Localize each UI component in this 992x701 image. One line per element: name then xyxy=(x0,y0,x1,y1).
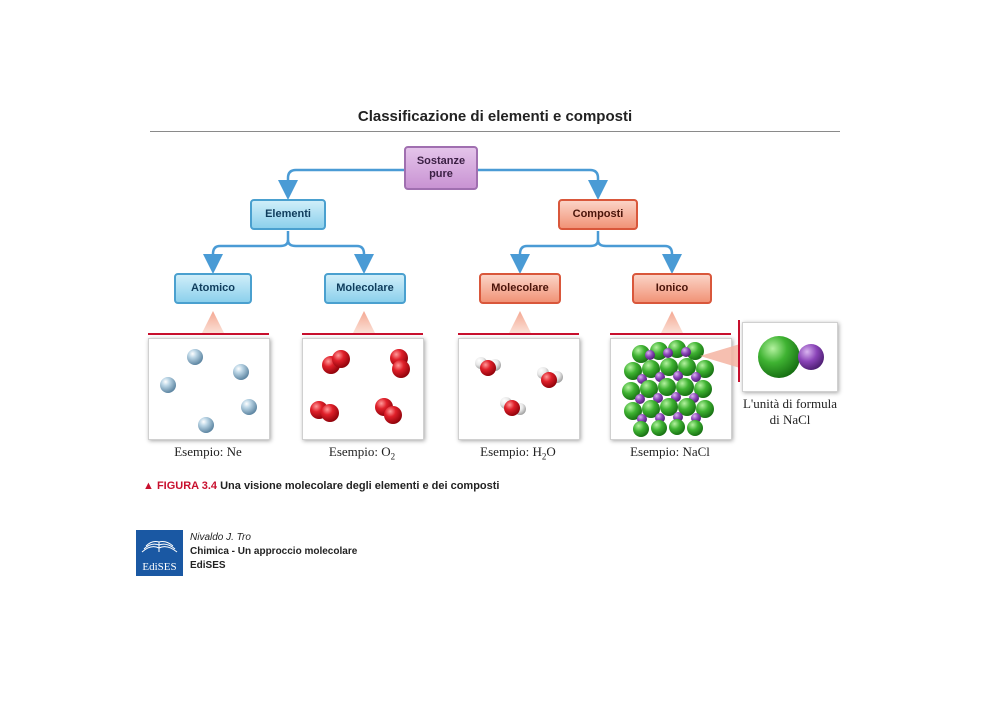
formula-unit-label: L'unità di formula di NaCl xyxy=(738,396,842,427)
h2o-molecule xyxy=(500,397,526,416)
o2-molecule xyxy=(375,398,402,424)
logo-text: EdiSES xyxy=(142,561,177,573)
example-formula: Ne xyxy=(226,444,242,459)
example-subscript: 2 xyxy=(541,451,547,462)
arrow-to-molecolare-el xyxy=(286,239,374,274)
example-prefix: Esempio: xyxy=(328,444,382,459)
node-molecolare-composti: Molecolare xyxy=(479,273,561,304)
pointer-molecolare-el xyxy=(353,311,375,333)
example-subscript: 2 xyxy=(390,451,396,462)
book-icon xyxy=(141,541,178,553)
node-elementi: Elementi xyxy=(250,199,326,230)
arrow-to-elementi xyxy=(278,168,404,200)
o2-molecule xyxy=(310,401,339,422)
credits-publisher: EdiSES xyxy=(190,560,226,571)
node-sostanze-line1: Sostanze xyxy=(416,155,466,168)
neon-atom xyxy=(160,377,176,393)
example-h2o: Esempio: H2O xyxy=(443,444,593,462)
arrow-to-ionico xyxy=(596,239,682,274)
edises-logo: EdiSES xyxy=(136,530,183,576)
node-sostanze-pure: Sostanze pure xyxy=(404,146,478,190)
example-formula: O xyxy=(381,444,391,459)
example-o2: Esempio: O2 xyxy=(287,444,437,462)
water-molecules-illustration xyxy=(475,357,563,416)
figure-caption: ▲ FIGURA 3.4 Una visione molecolare degl… xyxy=(143,480,499,492)
node-ionico: Ionico xyxy=(632,273,712,304)
credits-book-title: Chimica - Un approccio molecolare xyxy=(190,546,358,557)
figure-caption-text: Una visione molecolare degli elementi e … xyxy=(220,480,500,492)
formula-unit-label-line1: L'unità di formula xyxy=(742,396,838,411)
formula-unit-label-line2: di NaCl xyxy=(769,411,811,427)
panel-rule-ne xyxy=(148,333,269,335)
panel-rule-h2o xyxy=(458,333,579,335)
neon-atom xyxy=(233,364,249,380)
neon-atom xyxy=(187,349,203,365)
example-formula: NaCl xyxy=(682,444,710,459)
node-composti: Composti xyxy=(558,199,638,230)
h2o-molecule xyxy=(475,357,501,376)
panel-ne xyxy=(148,338,270,440)
neon-atom xyxy=(198,417,214,433)
title-divider xyxy=(150,131,840,132)
panel-formula-unit xyxy=(742,322,838,392)
formula-unit-rule xyxy=(738,320,740,382)
panel-rule-nacl xyxy=(610,333,731,335)
figure-label: ▲ FIGURA 3.4 xyxy=(143,480,218,492)
example-ne: Esempio: Ne xyxy=(133,444,283,460)
o2-molecule xyxy=(390,349,410,378)
lattice-body xyxy=(622,358,714,437)
neon-atoms-illustration xyxy=(160,349,257,433)
example-prefix: Esempio: xyxy=(480,444,533,459)
figure-title: Classificazione di elementi e composti xyxy=(357,108,633,125)
h2o-molecule xyxy=(537,367,563,388)
node-molecolare-elementi: Molecolare xyxy=(324,273,406,304)
pointer-ionico xyxy=(661,311,683,333)
arrow-to-composti xyxy=(478,168,608,200)
example-prefix: Esempio: xyxy=(174,444,227,459)
node-sostanze-line2: pure xyxy=(429,168,453,180)
credits-author: Nivaldo J. Tro xyxy=(190,532,251,543)
sodium-ion xyxy=(798,344,824,370)
credits: Nivaldo J. Tro Chimica - Un approccio mo… xyxy=(190,531,357,573)
example-prefix: Esempio: xyxy=(630,444,683,459)
o2-molecule xyxy=(322,350,350,374)
example-nacl: Esempio: NaCl xyxy=(595,444,745,460)
nacl-lattice-illustration xyxy=(622,340,714,437)
formula-unit-pointer xyxy=(700,344,740,368)
panel-rule-o2 xyxy=(302,333,423,335)
example-formula: H xyxy=(532,444,542,459)
nacl-formula-unit-illustration xyxy=(758,336,824,378)
oxygen-molecules-illustration xyxy=(310,349,410,424)
node-atomico: Atomico xyxy=(174,273,252,304)
chloride-ion xyxy=(758,336,800,378)
panel-o2 xyxy=(302,338,424,440)
panel-h2o xyxy=(458,338,580,440)
neon-atom xyxy=(241,399,257,415)
example-formula-rest: O xyxy=(546,444,556,459)
lattice-back-row xyxy=(632,340,704,363)
pointer-atomico xyxy=(202,311,224,333)
pointer-molecolare-comp xyxy=(509,311,531,333)
